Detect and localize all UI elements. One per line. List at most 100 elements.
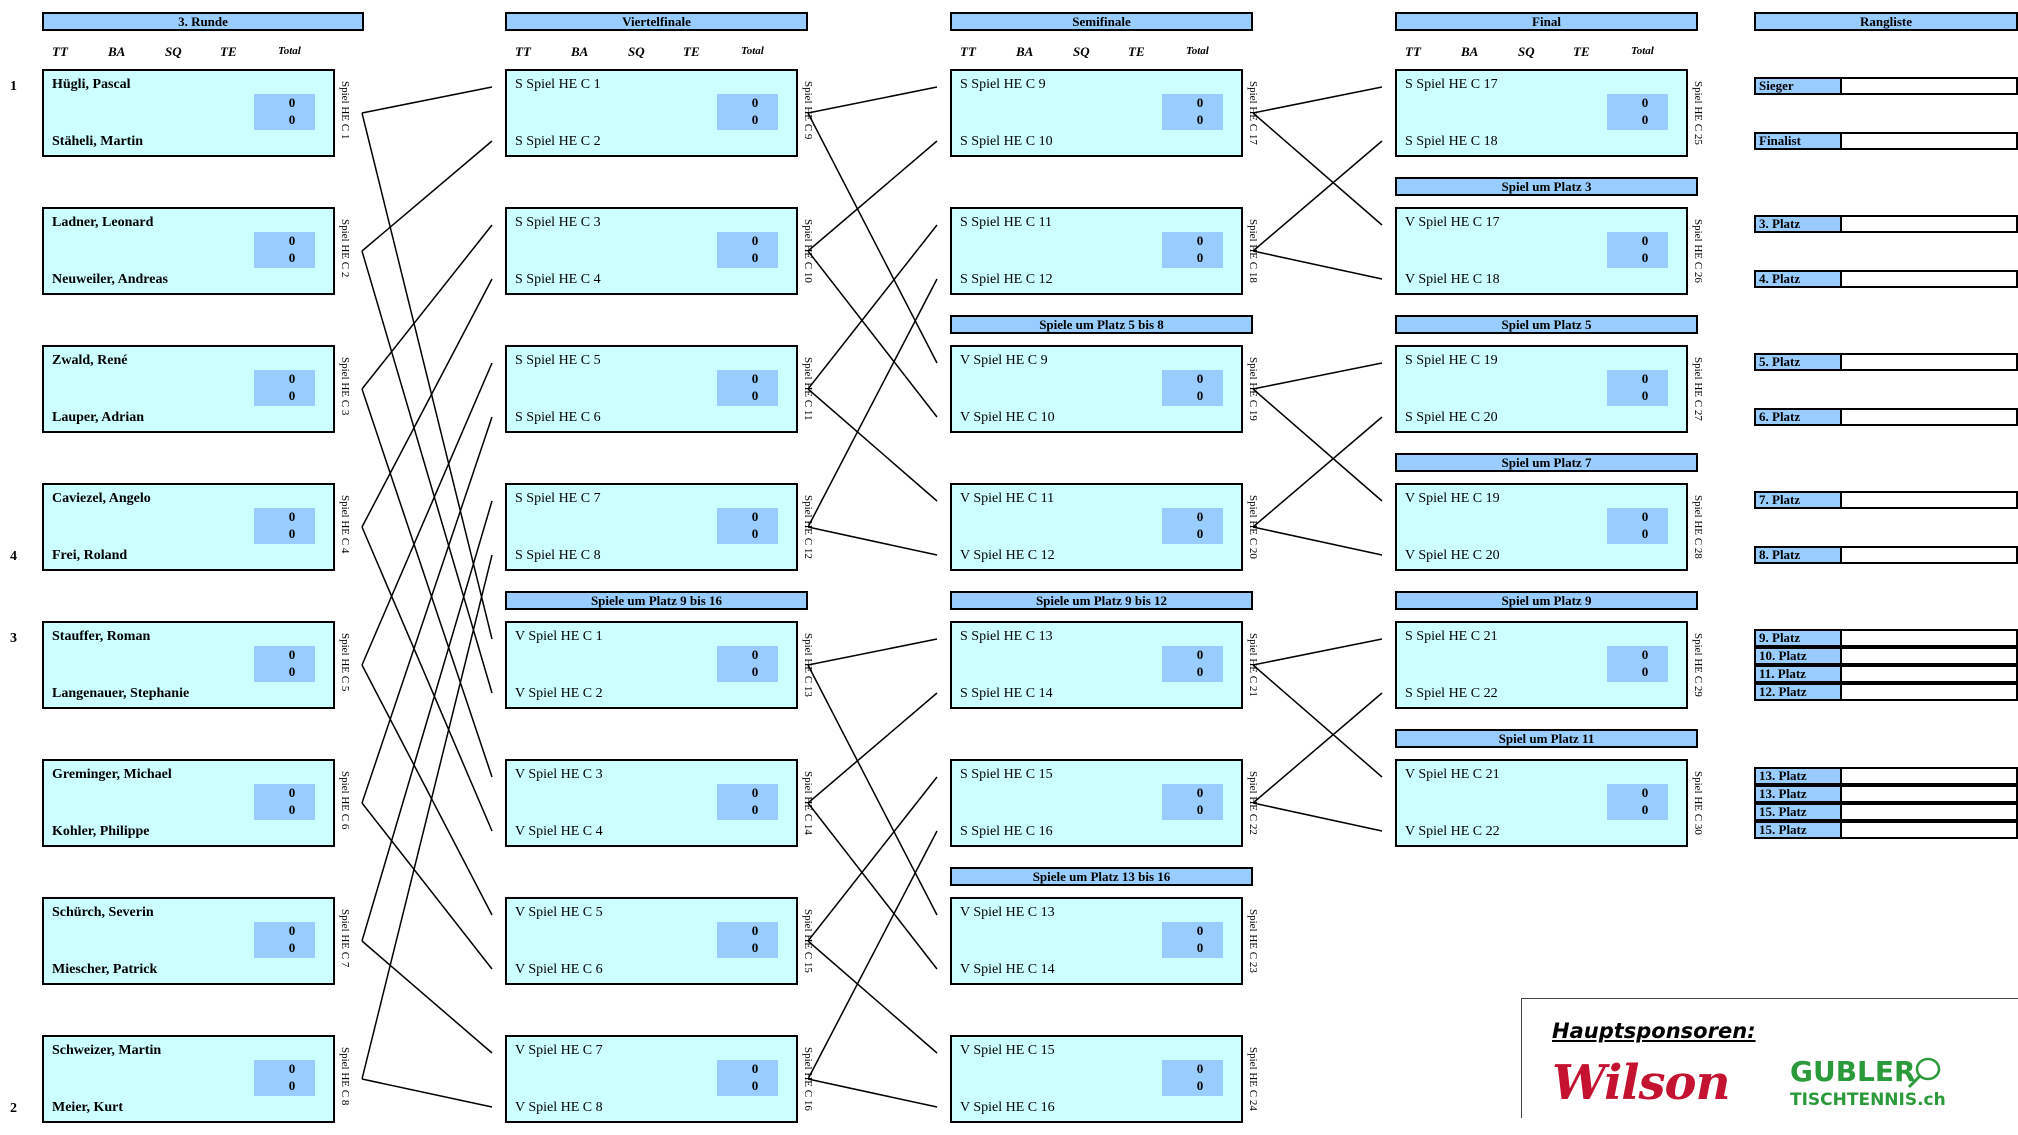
column-heading: TE xyxy=(1128,44,1145,59)
score-top: 0 xyxy=(1641,233,1649,248)
score-top: 0 xyxy=(1196,509,1204,524)
ranking-field[interactable] xyxy=(1842,215,2018,233)
ranking-field[interactable] xyxy=(1842,132,2018,150)
player-bottom: V Spiel HE C 12 xyxy=(960,548,1055,563)
ranking-field[interactable] xyxy=(1842,803,2018,821)
player-bottom: V Spiel HE C 8 xyxy=(515,1100,603,1115)
player-top: S Spiel HE C 17 xyxy=(1405,77,1498,92)
ranking-field[interactable] xyxy=(1842,647,2018,665)
player-top: V Spiel HE C 15 xyxy=(960,1043,1055,1058)
ranking-label: 11. Platz xyxy=(1754,665,1842,683)
ranking-field[interactable] xyxy=(1842,77,2018,95)
ranking-field[interactable] xyxy=(1842,665,2018,683)
player-top: S Spiel HE C 1 xyxy=(515,77,601,92)
player-bottom: S Spiel HE C 6 xyxy=(515,410,601,425)
ranking-field[interactable] xyxy=(1842,767,2018,785)
score-top: 0 xyxy=(1196,371,1204,386)
ranking-field[interactable] xyxy=(1842,491,2018,509)
player-bottom: Meier, Kurt xyxy=(52,1100,124,1115)
ranking-field[interactable] xyxy=(1842,683,2018,701)
ranking-field[interactable] xyxy=(1842,821,2018,839)
connector-line xyxy=(1252,802,1383,832)
round-header-ranking: Rangliste xyxy=(1754,12,2018,31)
ranking-field[interactable] xyxy=(1842,408,2018,426)
connector-line xyxy=(361,416,493,804)
ranking-field[interactable] xyxy=(1842,546,2018,564)
score-bottom: 0 xyxy=(751,940,759,955)
score-top: 0 xyxy=(751,233,759,248)
ranking-field[interactable] xyxy=(1842,353,2018,371)
ranking-row: 11. Platz xyxy=(1754,665,2018,683)
ranking-field[interactable] xyxy=(1842,785,2018,803)
score-bottom: 0 xyxy=(751,526,759,541)
round-header-final: Final xyxy=(1395,12,1698,31)
ranking-label: Sieger xyxy=(1754,77,1842,95)
connector-line xyxy=(807,388,938,502)
player-bottom: S Spiel HE C 22 xyxy=(1405,686,1498,701)
ranking-field[interactable] xyxy=(1842,629,2018,647)
ranking-field[interactable] xyxy=(1842,270,2018,288)
score-top: 0 xyxy=(1196,785,1204,800)
